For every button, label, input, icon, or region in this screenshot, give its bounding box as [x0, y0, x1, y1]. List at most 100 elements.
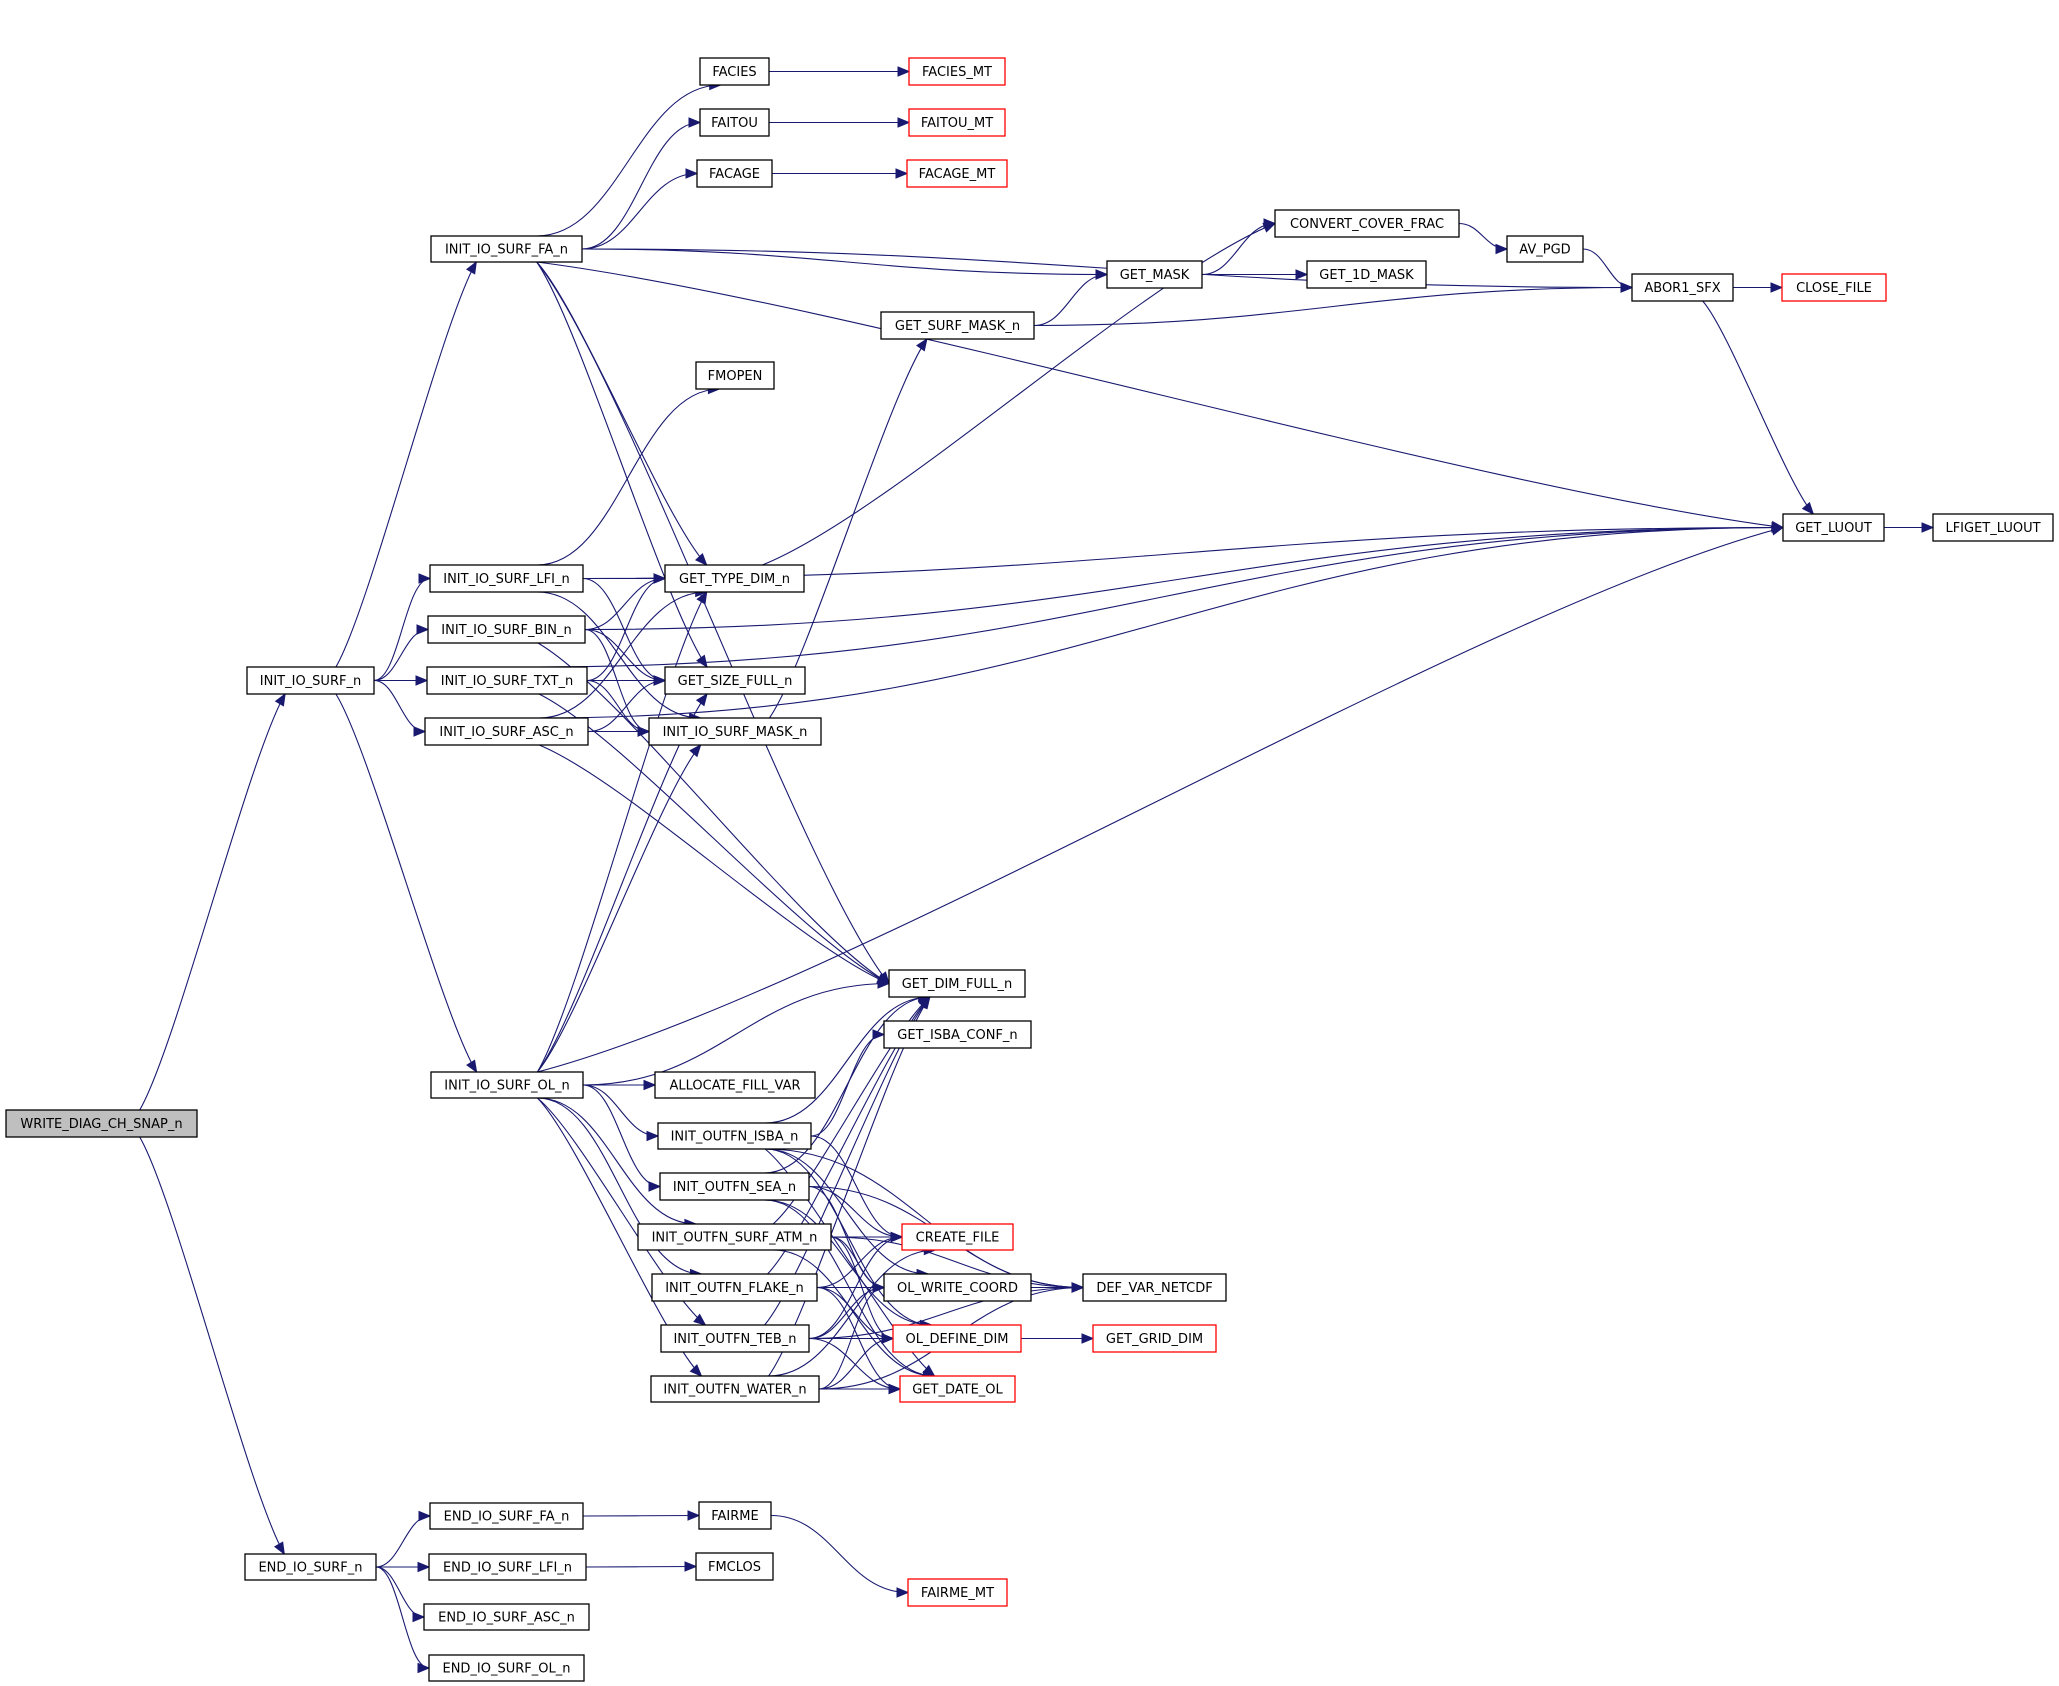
node-box[interactable]: [423, 1603, 590, 1631]
node-init-io-surf-ol-n[interactable]: INIT_IO_SURF_OL_n: [430, 1071, 584, 1099]
node-box[interactable]: [1781, 273, 1887, 302]
node-box[interactable]: [428, 1553, 587, 1581]
node-init-io-surf-lfi-n[interactable]: INIT_IO_SURF_LFI_n: [429, 564, 584, 593]
node-box[interactable]: [637, 1223, 832, 1251]
node-fairme[interactable]: FAIRME: [698, 1501, 772, 1530]
node-init-outfn-sea-n[interactable]: INIT_OUTFN_SEA_n: [659, 1172, 810, 1201]
node-end-io-surf-fa-n[interactable]: END_IO_SURF_FA_n: [429, 1502, 584, 1530]
node-end-io-surf-lfi-n[interactable]: END_IO_SURF_LFI_n: [428, 1553, 587, 1581]
node-box[interactable]: [429, 1502, 584, 1530]
node-get-date-ol[interactable]: GET_DATE_OL: [899, 1375, 1016, 1403]
node-get-luout[interactable]: GET_LUOUT: [1782, 513, 1885, 542]
node-box[interactable]: [664, 564, 805, 593]
node-init-io-surf-fa-n[interactable]: INIT_IO_SURF_FA_n: [430, 235, 583, 263]
node-end-io-surf-ol-n[interactable]: END_IO_SURF_OL_n: [428, 1654, 585, 1682]
node-get-1d-mask[interactable]: GET_1D_MASK: [1306, 260, 1427, 289]
node-box[interactable]: [654, 1071, 816, 1099]
node-get-grid-dim[interactable]: GET_GRID_DIM: [1092, 1324, 1217, 1353]
node-close-file[interactable]: CLOSE_FILE: [1781, 273, 1887, 302]
node-box[interactable]: [899, 1375, 1016, 1403]
node-fmclos[interactable]: FMCLOS: [695, 1552, 774, 1581]
node-get-type-dim-n[interactable]: GET_TYPE_DIM_n: [664, 564, 805, 593]
node-box[interactable]: [1106, 260, 1203, 289]
node-def-var-netcdf[interactable]: DEF_VAR_NETCDF: [1082, 1273, 1227, 1302]
node-init-io-surf-asc-n[interactable]: INIT_IO_SURF_ASC_n: [424, 717, 589, 746]
node-box[interactable]: [880, 311, 1035, 340]
node-box[interactable]: [699, 108, 770, 137]
node-box[interactable]: [660, 1324, 810, 1353]
node-box[interactable]: [430, 235, 583, 263]
node-box[interactable]: [427, 615, 586, 644]
node-box[interactable]: [664, 666, 806, 695]
node-av-pgd[interactable]: AV_PGD: [1506, 235, 1584, 263]
node-box[interactable]: [908, 108, 1006, 137]
node-facage[interactable]: FACAGE: [696, 159, 773, 188]
node-get-surf-mask-n[interactable]: GET_SURF_MASK_n: [880, 311, 1035, 340]
node-box[interactable]: [1092, 1324, 1217, 1353]
node-box[interactable]: [424, 717, 589, 746]
node-box[interactable]: [883, 1273, 1032, 1302]
node-facies[interactable]: FACIES: [699, 57, 770, 86]
node-box[interactable]: [648, 717, 822, 746]
node-box[interactable]: [657, 1122, 812, 1150]
node-init-outfn-water-n[interactable]: INIT_OUTFN_WATER_n: [650, 1375, 820, 1403]
node-box[interactable]: [1274, 209, 1460, 238]
node-box[interactable]: [699, 57, 770, 86]
node-box[interactable]: [430, 1071, 584, 1099]
node-abor1-sfx[interactable]: ABOR1_SFX: [1631, 273, 1734, 302]
node-box[interactable]: [907, 1578, 1008, 1607]
node-box[interactable]: [1782, 513, 1885, 542]
node-box[interactable]: [908, 57, 1006, 86]
node-init-outfn-surf-atm-n[interactable]: INIT_OUTFN_SURF_ATM_n: [637, 1223, 832, 1251]
node-box[interactable]: [429, 564, 584, 593]
node-box[interactable]: [892, 1324, 1022, 1353]
node-get-size-full-n[interactable]: GET_SIZE_FULL_n: [664, 666, 806, 695]
node-box[interactable]: [651, 1273, 818, 1302]
node-box[interactable]: [883, 1020, 1032, 1049]
node-init-io-surf-txt-n[interactable]: INIT_IO_SURF_TXT_n: [426, 666, 588, 695]
node-box[interactable]: [426, 666, 588, 695]
node-box[interactable]: [695, 361, 775, 390]
node-box[interactable]: [888, 969, 1026, 998]
node-init-io-surf-bin-n[interactable]: INIT_IO_SURF_BIN_n: [427, 615, 586, 644]
node-convert-cover-frac[interactable]: CONVERT_COVER_FRAC: [1274, 209, 1460, 238]
node-box[interactable]: [696, 159, 773, 188]
node-box[interactable]: [1306, 260, 1427, 289]
node-facage-mt[interactable]: FACAGE_MT: [906, 159, 1008, 188]
node-get-mask[interactable]: GET_MASK: [1106, 260, 1203, 289]
node-init-io-surf-mask-n[interactable]: INIT_IO_SURF_MASK_n: [648, 717, 822, 746]
node-get-isba-conf-n[interactable]: GET_ISBA_CONF_n: [883, 1020, 1032, 1049]
node-box[interactable]: [1506, 235, 1584, 263]
node-box[interactable]: [1932, 513, 2054, 542]
node-end-io-surf-n[interactable]: END_IO_SURF_n: [244, 1553, 377, 1581]
node-box[interactable]: [246, 666, 375, 695]
node-init-outfn-flake-n[interactable]: INIT_OUTFN_FLAKE_n: [651, 1273, 818, 1302]
node-box[interactable]: [695, 1552, 774, 1581]
node-box[interactable]: [244, 1553, 377, 1581]
node-create-file[interactable]: CREATE_FILE: [901, 1223, 1014, 1251]
node-faitou[interactable]: FAITOU: [699, 108, 770, 137]
node-ol-define-dim[interactable]: OL_DEFINE_DIM: [892, 1324, 1022, 1353]
node-init-io-surf-n[interactable]: INIT_IO_SURF_n: [246, 666, 375, 695]
node-box[interactable]: [428, 1654, 585, 1682]
node-allocate-fill-var[interactable]: ALLOCATE_FILL_VAR: [654, 1071, 816, 1099]
node-box[interactable]: [5, 1109, 198, 1138]
node-init-outfn-isba-n[interactable]: INIT_OUTFN_ISBA_n: [657, 1122, 812, 1150]
node-box[interactable]: [901, 1223, 1014, 1251]
node-fmopen[interactable]: FMOPEN: [695, 361, 775, 390]
node-lfiget-luout[interactable]: LFIGET_LUOUT: [1932, 513, 2054, 542]
node-box[interactable]: [659, 1172, 810, 1201]
node-end-io-surf-asc-n[interactable]: END_IO_SURF_ASC_n: [423, 1603, 590, 1631]
node-fairme-mt[interactable]: FAIRME_MT: [907, 1578, 1008, 1607]
node-ol-write-coord[interactable]: OL_WRITE_COORD: [883, 1273, 1032, 1302]
node-get-dim-full-n[interactable]: GET_DIM_FULL_n: [888, 969, 1026, 998]
node-box[interactable]: [650, 1375, 820, 1403]
node-facies-mt[interactable]: FACIES_MT: [908, 57, 1006, 86]
node-box[interactable]: [1631, 273, 1734, 302]
node-box[interactable]: [1082, 1273, 1227, 1302]
node-box[interactable]: [906, 159, 1008, 188]
node-write-diag-ch-snap-n[interactable]: WRITE_DIAG_CH_SNAP_n: [5, 1109, 198, 1138]
node-init-outfn-teb-n[interactable]: INIT_OUTFN_TEB_n: [660, 1324, 810, 1353]
node-faitou-mt[interactable]: FAITOU_MT: [908, 108, 1006, 137]
node-box[interactable]: [698, 1501, 772, 1530]
